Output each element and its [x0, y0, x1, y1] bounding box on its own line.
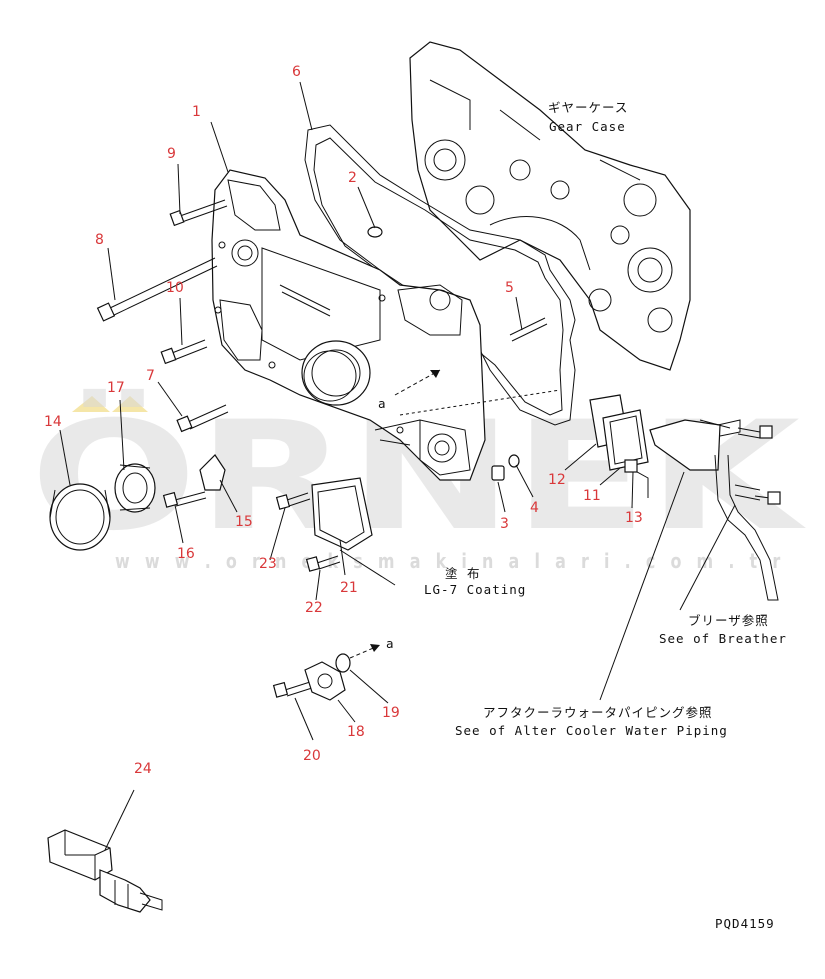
- callout-8: 8: [95, 232, 104, 248]
- bolt-10: [160, 339, 208, 365]
- callout-16: 16: [177, 546, 195, 562]
- ref-a-upper: a: [378, 396, 387, 411]
- callout-5: 5: [505, 280, 514, 296]
- breather-en-label: See of Breather: [659, 631, 787, 646]
- callout-13: 13: [625, 510, 643, 526]
- gasket-drawing: [304, 124, 576, 426]
- gear-case-jp-label: ギヤーケース: [548, 100, 628, 115]
- bolt-16: [162, 491, 207, 508]
- flange-18: [304, 661, 346, 701]
- bolt-9: [169, 199, 228, 227]
- bearing-17: [114, 463, 156, 513]
- bolt-7: [176, 404, 229, 433]
- tool-24: [47, 829, 163, 913]
- callout-24: 24: [134, 761, 152, 777]
- pipe-drawing: [649, 419, 779, 601]
- callout-2: 2: [348, 170, 357, 186]
- callout-23: 23: [259, 556, 277, 572]
- callout-9: 9: [167, 146, 176, 162]
- bolt-8: [96, 257, 218, 322]
- coating-jp-label: 塗 布: [445, 566, 481, 581]
- front-cover-drawing: [211, 169, 486, 481]
- aftercooler-jp-label: アフタクーラウォータパイピング参照: [483, 705, 713, 720]
- callout-1: 1: [192, 104, 201, 120]
- breather-jp-label: ブリーザ参照: [688, 613, 769, 628]
- callout-10: 10: [166, 280, 184, 296]
- bracket-15: [199, 454, 226, 491]
- callout-numbers: 1 2 3 4 5 6 7 8 9 10 11 12 13 14 15 16 1…: [44, 64, 643, 777]
- callout-15: 15: [235, 514, 253, 530]
- watermark-accent-right: [112, 396, 148, 412]
- callout-19: 19: [382, 705, 400, 721]
- o-ring-19: [335, 653, 351, 673]
- callout-21: 21: [340, 580, 358, 596]
- callout-6: 6: [292, 64, 301, 80]
- bolt-23: [275, 492, 311, 510]
- callout-12: 12: [548, 472, 566, 488]
- watermark-accent-left: [72, 396, 110, 412]
- callout-17: 17: [107, 380, 125, 396]
- annotation-labels: ギヤーケース Gear Case 塗 布 LG-7 Coating ブリーザ参照…: [378, 100, 787, 931]
- dowel-5: [509, 317, 548, 342]
- callout-18: 18: [347, 724, 365, 740]
- washer-4: [508, 454, 520, 468]
- bolt-22: [305, 555, 341, 572]
- bolt-20: [272, 681, 313, 698]
- cover-plates-drawing: [589, 394, 649, 471]
- cover-plate-21: [311, 477, 373, 551]
- oil-seal-14: [49, 483, 111, 551]
- bolt-13: [624, 459, 649, 498]
- gear-case-drawing: [409, 41, 691, 371]
- callout-11: 11: [583, 488, 601, 504]
- ref-a-lower: a: [386, 636, 395, 651]
- plug-3: [491, 465, 505, 481]
- drawing-number: PQD4159: [715, 916, 775, 931]
- leader-lines: [59, 81, 736, 851]
- callout-3: 3: [500, 516, 509, 532]
- callout-22: 22: [305, 600, 323, 616]
- plug-2: [367, 226, 383, 238]
- bolt-misc: [737, 425, 781, 505]
- watermark-url: w w w . o r n e k s m a k i n a l a r i …: [115, 549, 785, 573]
- coating-en-label: LG-7 Coating: [424, 582, 526, 597]
- callout-20: 20: [303, 748, 321, 764]
- callout-4: 4: [530, 500, 539, 516]
- aftercooler-en-label: See of Alter Cooler Water Piping: [455, 723, 728, 738]
- gear-case-en-label: Gear Case: [549, 119, 626, 134]
- callout-14: 14: [44, 414, 62, 430]
- callout-7: 7: [146, 368, 155, 384]
